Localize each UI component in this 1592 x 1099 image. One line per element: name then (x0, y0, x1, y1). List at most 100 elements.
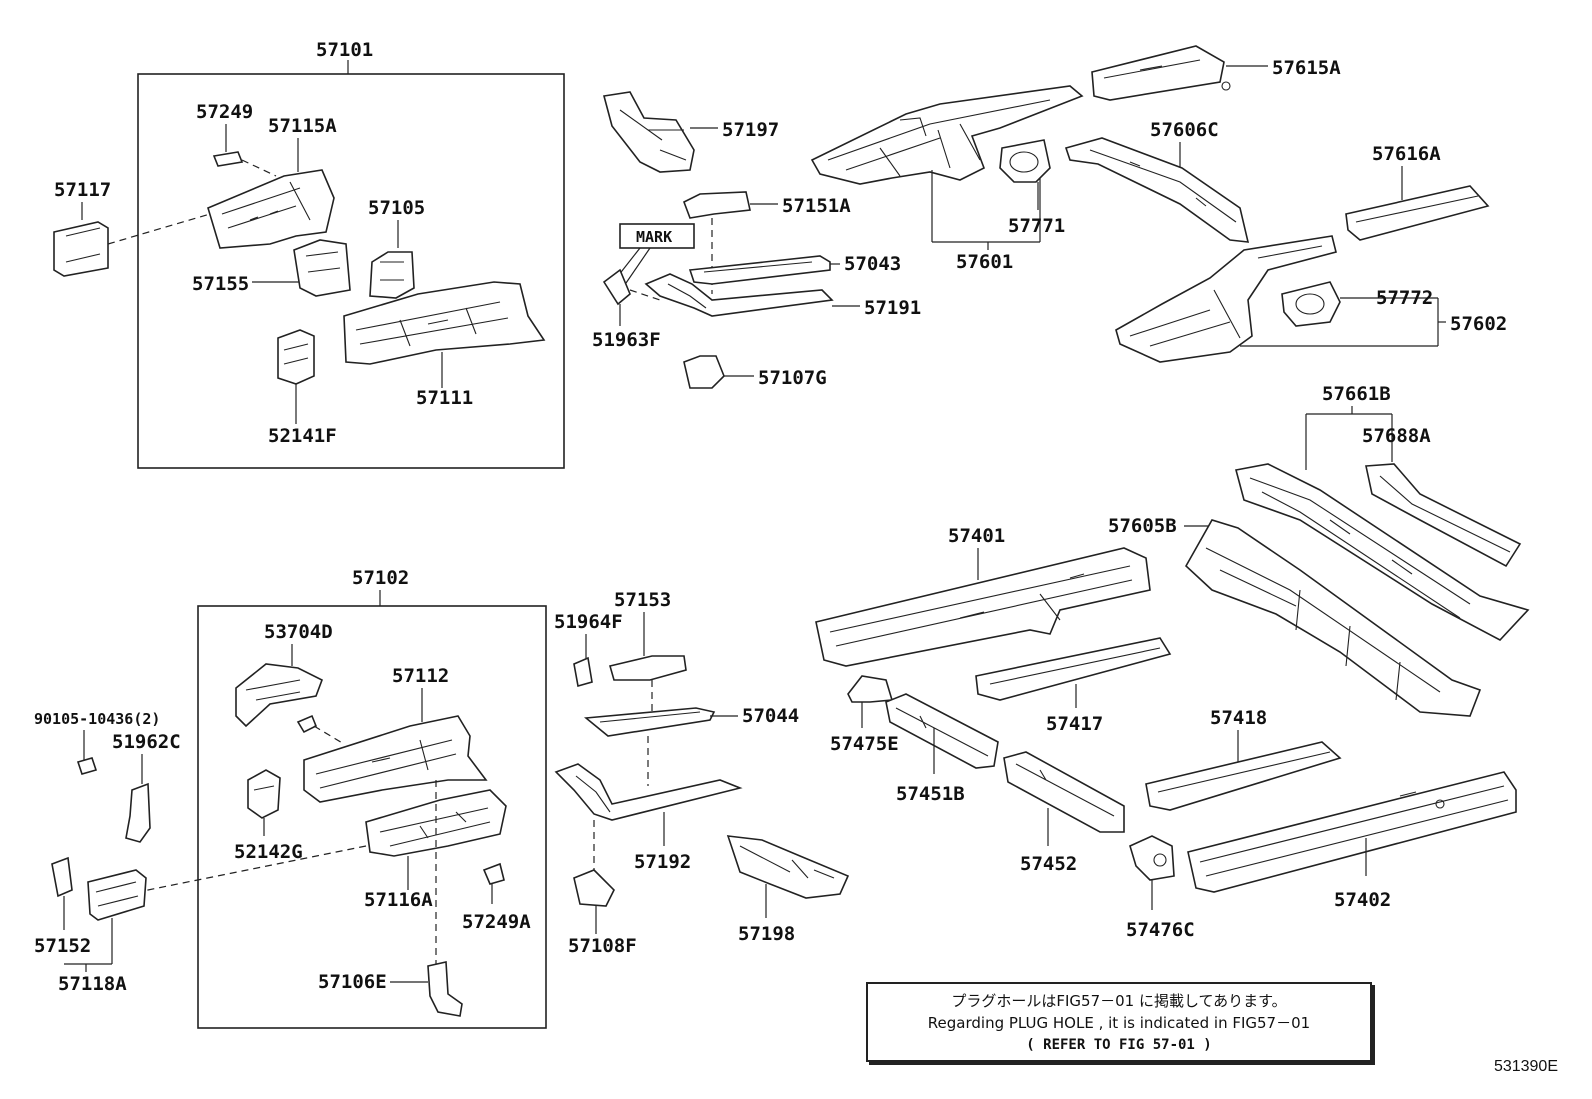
label-51962C: 51962C (112, 731, 181, 753)
group-box-57101 (137, 73, 565, 469)
label-57772: 57772 (1376, 287, 1433, 309)
label-57616A: 57616A (1372, 143, 1441, 165)
label-57192: 57192 (634, 851, 691, 873)
part-57401 (815, 547, 1151, 667)
label-57601: 57601 (956, 251, 1013, 273)
part-57155 (293, 239, 351, 297)
part-57615A (1091, 45, 1225, 101)
part-57418 (1145, 741, 1342, 811)
label-57661B: 57661B (1322, 383, 1391, 405)
label-53704D: 53704D (264, 621, 333, 643)
part-57601-assembly (810, 85, 1084, 185)
part-57105 (369, 251, 415, 299)
part-57602-assembly (1115, 235, 1337, 363)
part-57249A (482, 862, 505, 885)
label-57249: 57249 (196, 101, 253, 123)
mark-box (619, 223, 695, 249)
label-57191: 57191 (864, 297, 921, 319)
label-52142G: 52142G (234, 841, 303, 863)
label-51964F: 51964F (554, 611, 623, 633)
label-57197: 57197 (722, 119, 779, 141)
label-57118A: 57118A (58, 973, 127, 995)
part-52142G (247, 769, 281, 819)
part-90105-bolt (76, 757, 98, 775)
part-57152 (51, 856, 73, 898)
label-57475E: 57475E (830, 733, 899, 755)
part-57688A (1365, 463, 1522, 568)
label-57249A: 57249A (462, 911, 531, 933)
part-57151A (682, 191, 751, 219)
label-57152: 57152 (34, 935, 91, 957)
label-57044: 57044 (742, 705, 799, 727)
part-57606C (1064, 137, 1250, 243)
note-line-reference: ( REFER TO FIG 57-01 ) (1026, 1037, 1212, 1053)
part-57452 (1003, 751, 1125, 833)
part-57106E (427, 961, 463, 1017)
part-57605B (1184, 519, 1482, 717)
part-57108F (573, 869, 615, 907)
part-57402 (1187, 771, 1517, 893)
label-57402: 57402 (1334, 889, 1391, 911)
label-57198: 57198 (738, 923, 795, 945)
part-57476C (1129, 835, 1175, 881)
part-57475E (847, 675, 894, 703)
note-line-english: Regarding PLUG HOLE , it is indicated in… (927, 1014, 1311, 1032)
label-57615A: 57615A (1272, 57, 1341, 79)
label-57602: 57602 (1450, 313, 1507, 335)
label-57417: 57417 (1046, 713, 1103, 735)
part-53704D (235, 663, 324, 728)
part-57153 (609, 655, 687, 681)
part-57198 (726, 835, 850, 899)
mark-label: MARK (636, 228, 672, 246)
part-52141F (277, 329, 315, 385)
part-57107G (683, 355, 725, 389)
note-line-japanese: プラグホールはFIG57－01 に掲載してあります。 (951, 992, 1287, 1010)
part-57771 (999, 139, 1051, 183)
part-57112 (303, 715, 488, 803)
label-57102: 57102 (352, 567, 409, 589)
part-57192 (554, 763, 743, 821)
label-57153: 57153 (614, 589, 671, 611)
label-57105: 57105 (368, 197, 425, 219)
label-57107G: 57107G (758, 367, 827, 389)
label-57151A: 57151A (782, 195, 851, 217)
figure-id: 531390E (1493, 1058, 1558, 1075)
label-57688A: 57688A (1362, 425, 1431, 447)
part-51962C (125, 782, 151, 843)
label-57418: 57418 (1210, 707, 1267, 729)
part-57197 (602, 91, 695, 173)
part-57118A (87, 869, 147, 921)
label-57155: 57155 (192, 273, 249, 295)
part-57417 (975, 637, 1172, 701)
label-57116A: 57116A (364, 889, 433, 911)
label-57117: 57117 (54, 179, 111, 201)
label-57476C: 57476C (1126, 919, 1195, 941)
label-57606C: 57606C (1150, 119, 1219, 141)
group-box-57102 (197, 605, 547, 1029)
label-57108F: 57108F (568, 935, 637, 957)
part-57661B (1235, 463, 1530, 641)
label-57452: 57452 (1020, 853, 1077, 875)
label-57112: 57112 (392, 665, 449, 687)
label-52141F: 52141F (268, 425, 337, 447)
label-57101: 57101 (316, 39, 373, 61)
part-57043 (688, 255, 831, 285)
part-57191 (644, 273, 834, 317)
label-57043: 57043 (844, 253, 901, 275)
label-57771: 57771 (1008, 215, 1065, 237)
label-57605B: 57605B (1108, 515, 1177, 537)
part-51964F (573, 656, 593, 688)
plug-hole-note: プラグホールはFIG57－01 に掲載してあります。 Regarding PLU… (866, 982, 1372, 1062)
part-57772 (1281, 281, 1341, 327)
part-51963F (602, 268, 631, 306)
label-51963F: 51963F (592, 329, 661, 351)
label-57115A: 57115A (268, 115, 337, 137)
label-57111: 57111 (416, 387, 473, 409)
part-57451B (885, 693, 999, 769)
label-57106E: 57106E (318, 971, 387, 993)
part-bolt (296, 714, 318, 734)
part-57249 (212, 151, 244, 167)
part-57111 (343, 281, 546, 365)
label-90105-10436: 90105-10436(2) (34, 710, 160, 728)
part-57117 (53, 221, 109, 277)
